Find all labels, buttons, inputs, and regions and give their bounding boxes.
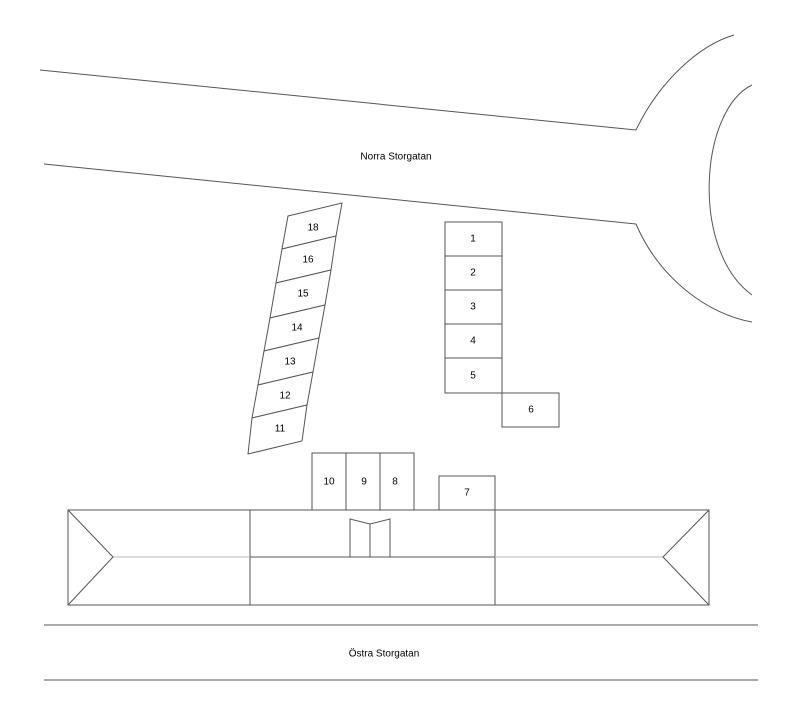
parking-space-label-10: 10	[323, 477, 335, 488]
ostra-storgatan-road	[44, 624, 758, 681]
street-label-norra-storgatan: Norra Storgatan	[360, 152, 431, 163]
street-label-ostra-storgatan: Östra Storgatan	[349, 648, 420, 660]
parking-space-label-5: 5	[470, 371, 476, 382]
parking-space-label-7: 7	[464, 488, 470, 499]
parking-space-label-3: 3	[470, 302, 476, 313]
parking-space-label-1: 1	[470, 234, 476, 245]
parking-space-3[interactable]	[444, 289, 503, 325]
parking-space-label-2: 2	[470, 268, 476, 279]
parking-space-6[interactable]	[501, 392, 560, 428]
norra-storgatan-road	[39, 34, 753, 323]
parking-space-1[interactable]	[444, 221, 503, 257]
parking-space-label-8: 8	[392, 477, 398, 488]
parking-space-label-12: 12	[279, 391, 291, 402]
vertical-parking-column: 1 2 3 4 5 6	[444, 221, 560, 428]
parking-space-label-6: 6	[528, 405, 534, 416]
parking-space-11[interactable]	[247, 404, 308, 455]
parking-space-label-18: 18	[307, 223, 319, 234]
parking-space-label-16: 16	[302, 255, 314, 266]
entrance-canopy	[349, 518, 391, 557]
parking-space-label-9: 9	[361, 477, 367, 488]
parking-space-label-11: 11	[275, 424, 286, 435]
parking-space-8[interactable]	[379, 452, 415, 511]
parking-space-label-4: 4	[470, 336, 476, 347]
parking-space-label-15: 15	[297, 289, 309, 300]
parking-space-5[interactable]	[444, 357, 503, 394]
parking-space-label-14: 14	[291, 323, 303, 334]
slanted-parking-row: 18 16 15 14 13 12 11	[247, 202, 343, 455]
parking-space-label-13: 13	[284, 357, 296, 368]
parking-space-10[interactable]	[311, 452, 347, 511]
building	[67, 509, 710, 606]
building-front-parking: 10 9 8 7	[311, 452, 496, 511]
